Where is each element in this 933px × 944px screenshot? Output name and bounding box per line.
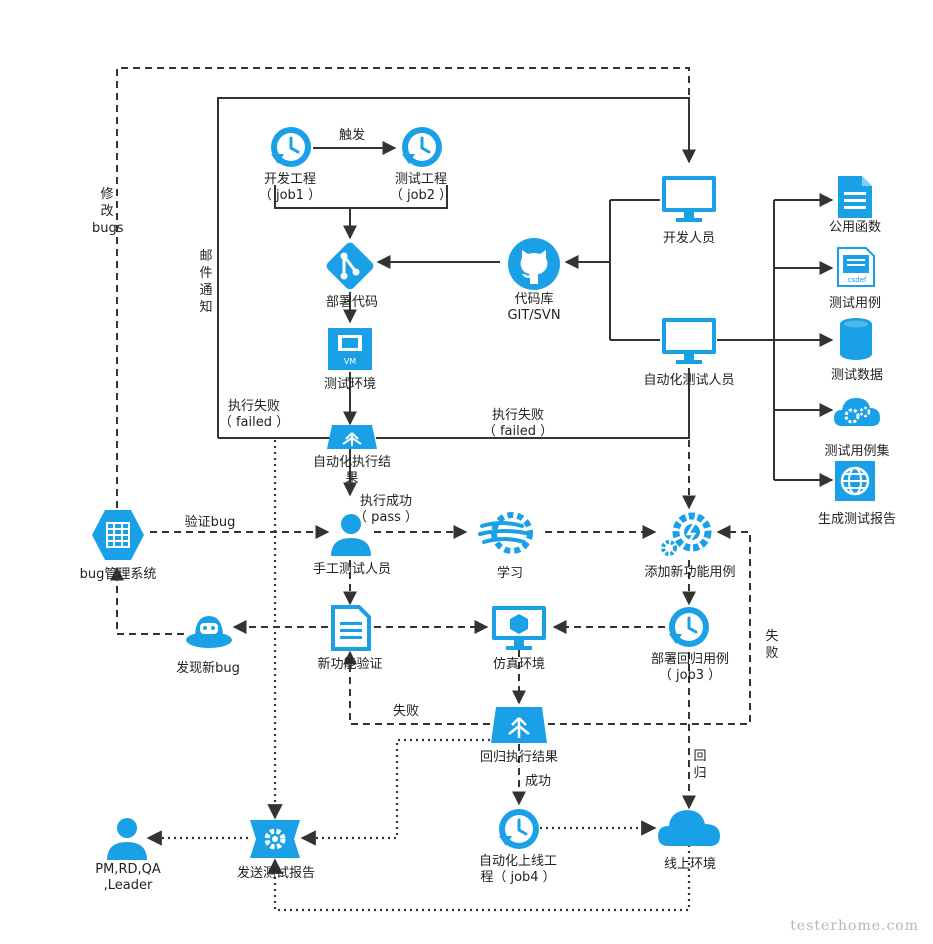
fix-bugs-char1: 修 (100, 187, 114, 202)
bug-system-hexagon-icon (92, 510, 144, 560)
online-env-label: 线上环境 (663, 857, 717, 872)
common-functions-doc-icon (838, 176, 872, 218)
gen-report-label: 生成测试报告 (817, 512, 897, 527)
fail-right-char1: 失 (765, 629, 779, 644)
deploy-regression-label: 部署回归用例 （ job3 ） (651, 652, 729, 684)
auto-online-clock-icon (499, 809, 539, 849)
manual-tester-person-icon (331, 514, 371, 556)
deploy-regression-clock-icon (669, 607, 709, 647)
stakeholders-line1: PM,RD,QA (95, 862, 161, 877)
exec-fail-left-code: （ failed ） (218, 415, 290, 430)
stakeholders-person-icon (107, 818, 147, 860)
deploy-regression-job: （ job3 ） (658, 668, 722, 683)
exec-fail-right-text: 执行失败 (491, 408, 545, 423)
test-data-label: 测试数据 (830, 368, 884, 383)
repo-type: GIT/SVN (507, 308, 561, 323)
common-func-label: 公用函数 (828, 220, 882, 235)
mail-notify-edge-label: 邮 件 通 知 (198, 248, 214, 316)
bug-system-label: bug管理系统 (79, 567, 157, 582)
test-case-label: 测试用例 (828, 296, 882, 311)
regression-result-splitter-icon (491, 707, 547, 743)
repo-name: 代码库 (514, 292, 554, 307)
learn-label: 学习 (496, 566, 524, 581)
manual-tester-label: 手工测试人员 (312, 562, 392, 577)
test-project-clock-icon (402, 127, 442, 167)
test-project-label: 测试工程 （ job2 ） (390, 172, 452, 204)
vm-label: VM (344, 357, 356, 366)
fix-bugs-char2: 改 (100, 204, 114, 219)
test-project-job: （ job2 ） (389, 188, 453, 203)
regress-char1: 回 (693, 749, 707, 764)
mail-notify-char1: 邮 (199, 249, 213, 264)
test-data-database-icon (840, 318, 872, 360)
fix-bugs-char3: bugs (92, 221, 124, 236)
mail-notify-char3: 通 (199, 283, 213, 298)
sim-env-monitor-icon (492, 606, 546, 650)
online-env-cloud-icon (658, 810, 720, 846)
auto-online-line1: 自动化上线工 (478, 854, 558, 869)
exec-success-text: 执行成功 (359, 494, 412, 509)
exec-success-code: （ pass ） (353, 510, 419, 525)
auto-online-line2: 程（ job4 ） (480, 870, 556, 885)
auto-result-line2: 果 (345, 471, 359, 486)
learn-wind-icon (478, 512, 533, 554)
auto-result-splitter-icon (327, 425, 377, 449)
exec-success-edge-label: 执行成功 （ pass ） (354, 494, 418, 526)
auto-result-label: 自动化执行结 果 (313, 455, 391, 487)
generate-report-globe-icon (835, 461, 875, 501)
send-report-gear-icon (250, 820, 300, 858)
dev-project-clock-icon (271, 127, 311, 167)
regression-result-label: 回归执行结果 (479, 750, 559, 765)
trigger-label: 触发 (338, 128, 366, 143)
send-report-label: 发送测试报告 (236, 866, 316, 881)
sim-env-label: 仿真环境 (492, 657, 546, 672)
repo-label: 代码库 GIT/SVN (507, 292, 560, 324)
git-deploy-icon (326, 242, 374, 290)
github-repo-icon (508, 238, 560, 290)
add-case-gears-icon (661, 512, 712, 556)
auto-tester-monitor-icon (662, 318, 716, 364)
verify-feature-doc-icon (331, 605, 371, 651)
verify-bug-edge-label: 验证bug (184, 515, 236, 530)
dev-project-name: 开发工程 (263, 172, 317, 187)
developer-label: 开发人员 (662, 231, 716, 246)
auto-result-line1: 自动化执行结 (312, 455, 392, 470)
stakeholders-line2: ,Leader (103, 878, 153, 893)
test-env-label: 测试环境 (323, 377, 377, 392)
fail-bottom-edge-label: 失败 (392, 704, 420, 719)
stakeholders-label: PM,RD,QA ,Leader (95, 862, 161, 894)
mail-notify-char4: 知 (199, 300, 213, 315)
test-project-name: 测试工程 (394, 172, 448, 187)
add-case-label: 添加新功能用例 (644, 565, 736, 580)
fix-bugs-edge-label: 修 改 bugs (92, 186, 124, 237)
find-bug-robot-icon (186, 616, 232, 648)
deploy-regression-name: 部署回归用例 (650, 652, 730, 667)
test-case-csdef-icon: .csdef (837, 247, 875, 287)
mail-notify-char2: 件 (199, 266, 213, 281)
exec-fail-left-edge-label: 执行失败 （ failed ） (219, 399, 289, 431)
regress-char2: 归 (693, 766, 707, 781)
exec-fail-right-edge-label: 执行失败 （ failed ） (483, 408, 553, 440)
deploy-code-label: 部署代码 (325, 295, 379, 310)
regress-edge-label: 回 归 (692, 748, 708, 782)
fail-right-edge-label: 失 败 (764, 628, 780, 662)
dev-project-label: 开发工程 （ job1 ） (259, 172, 321, 204)
test-suite-cloud-gears-icon (834, 398, 880, 426)
success-edge-label: 成功 (524, 774, 552, 789)
fail-right-char2: 败 (765, 646, 779, 661)
find-bug-label: 发现新bug (176, 661, 240, 676)
vm-test-env-icon: VM (328, 328, 372, 370)
auto-online-label: 自动化上线工 程（ job4 ） (479, 854, 557, 886)
csdef-label: .csdef (846, 276, 867, 284)
test-suite-label: 测试用例集 (824, 444, 890, 459)
watermark: testerhome.com (790, 918, 919, 934)
dev-project-job: （ job1 ） (258, 188, 322, 203)
exec-fail-left-text: 执行失败 (227, 399, 281, 414)
developer-monitor-icon (662, 176, 716, 222)
verify-feature-label: 新功能验证 (317, 657, 383, 672)
auto-tester-label: 自动化测试人员 (643, 373, 735, 388)
exec-fail-right-code: （ failed ） (482, 424, 554, 439)
